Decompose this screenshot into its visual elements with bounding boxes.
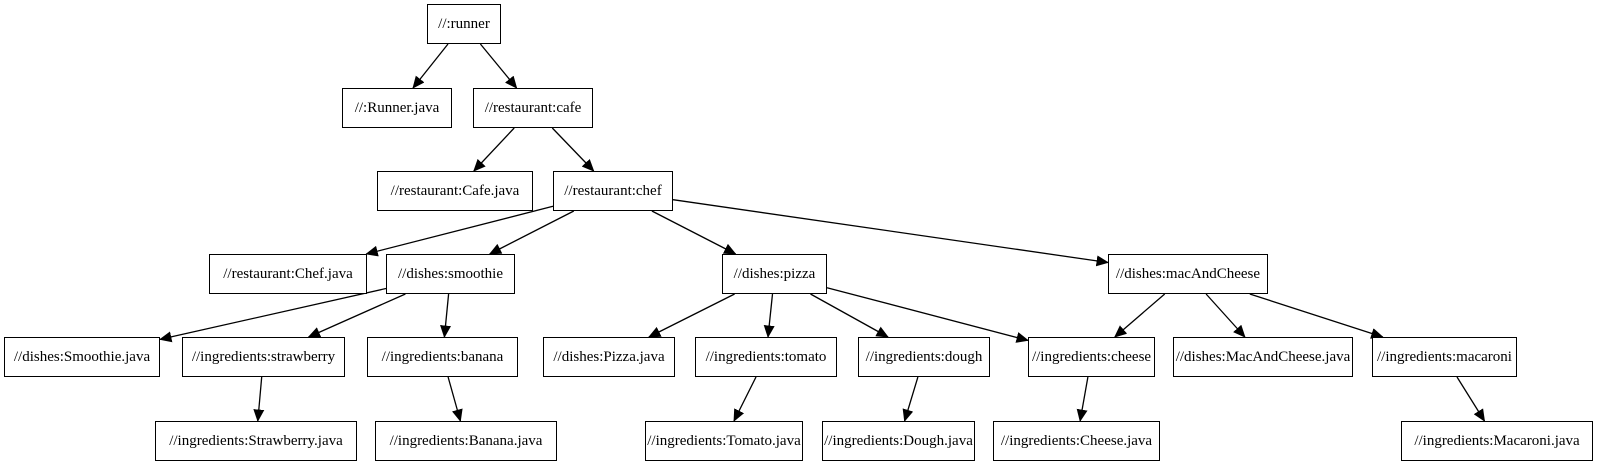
graph-node-dough: //ingredients:dough xyxy=(858,337,990,377)
graph-node-label: //ingredients:strawberry xyxy=(191,348,336,365)
edge-smoothie-to-strawberry xyxy=(307,293,406,338)
graph-node-macaroni: //ingredients:macaroni xyxy=(1372,337,1517,377)
graph-node-label: //ingredients:Strawberry.java xyxy=(169,432,343,449)
graph-node-label: //ingredients:tomato xyxy=(705,348,827,365)
graph-node-tomatoJava: //ingredients:Tomato.java xyxy=(645,421,803,461)
graph-node-doughJava: //ingredients:Dough.java xyxy=(822,421,975,461)
graph-node-label: //ingredients:Dough.java xyxy=(824,432,973,449)
edge-strawberry-to-strawberryJava xyxy=(253,376,265,422)
graph-node-label: //restaurant:chef xyxy=(564,182,662,199)
graph-node-pizza: //dishes:pizza xyxy=(722,254,827,294)
edge-runner-to-cafe xyxy=(479,43,518,89)
edge-pizza-to-tomato xyxy=(763,293,775,338)
edge-macAndCheese-to-macaroni xyxy=(1249,293,1384,339)
graph-node-strawberryJava: //ingredients:Strawberry.java xyxy=(155,421,357,461)
edge-smoothie-to-smoothieJava xyxy=(159,287,387,343)
edge-smoothie-to-banana xyxy=(440,293,451,338)
edge-chef-to-smoothie xyxy=(488,210,575,255)
graph-node-label: //dishes:Smoothie.java xyxy=(13,348,151,365)
graph-node-bananaJava: //ingredients:Banana.java xyxy=(375,421,557,461)
graph-node-macAndCheeseJava: //dishes:MacAndCheese.java xyxy=(1173,337,1353,377)
edge-cafe-to-cafeJava xyxy=(473,127,515,172)
edge-chef-to-macAndCheese xyxy=(672,199,1109,267)
edge-macAndCheese-to-cheese xyxy=(1114,293,1166,338)
edge-pizza-to-dough xyxy=(810,293,889,338)
graph-node-label: //:runner xyxy=(438,15,490,32)
graph-node-label: //ingredients:Cheese.java xyxy=(1000,432,1153,449)
graph-node-label: //ingredients:banana xyxy=(381,348,504,365)
edge-cafe-to-chef xyxy=(551,127,595,172)
graph-node-label: //dishes:MacAndCheese.java xyxy=(1175,348,1351,365)
graph-node-smoothie: //dishes:smoothie xyxy=(386,254,515,294)
graph-node-label: //:Runner.java xyxy=(354,99,440,116)
edge-banana-to-bananaJava xyxy=(447,376,463,422)
graph-node-smoothieJava: //dishes:Smoothie.java xyxy=(4,337,160,377)
edge-pizza-to-cheese xyxy=(826,287,1029,343)
graph-node-runner: //:runner xyxy=(427,4,501,44)
edges-group xyxy=(159,43,1486,422)
graph-node-pizzaJava: //dishes:Pizza.java xyxy=(543,337,675,377)
graph-node-label: //restaurant:cafe xyxy=(484,99,582,116)
edge-chef-to-pizza xyxy=(651,210,737,255)
graph-node-label: //dishes:pizza xyxy=(733,265,816,282)
graph-node-label: //ingredients:dough xyxy=(865,348,983,365)
graph-node-label: //restaurant:Chef.java xyxy=(223,265,353,282)
graph-node-macaroniJava: //ingredients:Macaroni.java xyxy=(1401,421,1593,461)
graph-node-chefJava: //restaurant:Chef.java xyxy=(209,254,367,294)
graph-node-label: //ingredients:cheese xyxy=(1031,348,1152,365)
graph-node-label: //dishes:macAndCheese xyxy=(1115,265,1261,282)
graph-node-strawberry: //ingredients:strawberry xyxy=(182,337,345,377)
graph-node-label: //dishes:smoothie xyxy=(398,265,503,282)
edge-macaroni-to-macaroniJava xyxy=(1456,376,1486,422)
edge-pizza-to-pizzaJava xyxy=(648,293,735,338)
graph-node-label: //restaurant:Cafe.java xyxy=(390,182,520,199)
graph-node-label: //ingredients:Banana.java xyxy=(389,432,543,449)
edge-cheese-to-cheeseJava xyxy=(1076,376,1089,422)
graph-node-chef: //restaurant:chef xyxy=(553,171,673,211)
edge-macAndCheese-to-macAndCheeseJava xyxy=(1205,293,1246,338)
edge-runner-to-runnerJava xyxy=(412,43,449,89)
graph-node-runnerJava: //:Runner.java xyxy=(342,88,452,128)
edge-dough-to-doughJava xyxy=(902,376,919,422)
graph-node-macAndCheese: //dishes:macAndCheese xyxy=(1108,254,1268,294)
graph-node-label: //ingredients:Tomato.java xyxy=(647,432,801,449)
graph-node-label: //ingredients:Macaroni.java xyxy=(1414,432,1580,449)
graph-node-cheeseJava: //ingredients:Cheese.java xyxy=(993,421,1160,461)
graph-node-label: //ingredients:macaroni xyxy=(1377,348,1512,365)
graph-node-cafe: //restaurant:cafe xyxy=(473,88,593,128)
graph-node-cafeJava: //restaurant:Cafe.java xyxy=(377,171,533,211)
graph-node-banana: //ingredients:banana xyxy=(367,337,518,377)
graph-node-cheese: //ingredients:cheese xyxy=(1028,337,1155,377)
edge-chef-to-chefJava xyxy=(365,205,554,257)
graph-node-label: //dishes:Pizza.java xyxy=(553,348,665,365)
graph-node-tomato: //ingredients:tomato xyxy=(695,337,837,377)
edge-tomato-to-tomatoJava xyxy=(733,376,757,422)
